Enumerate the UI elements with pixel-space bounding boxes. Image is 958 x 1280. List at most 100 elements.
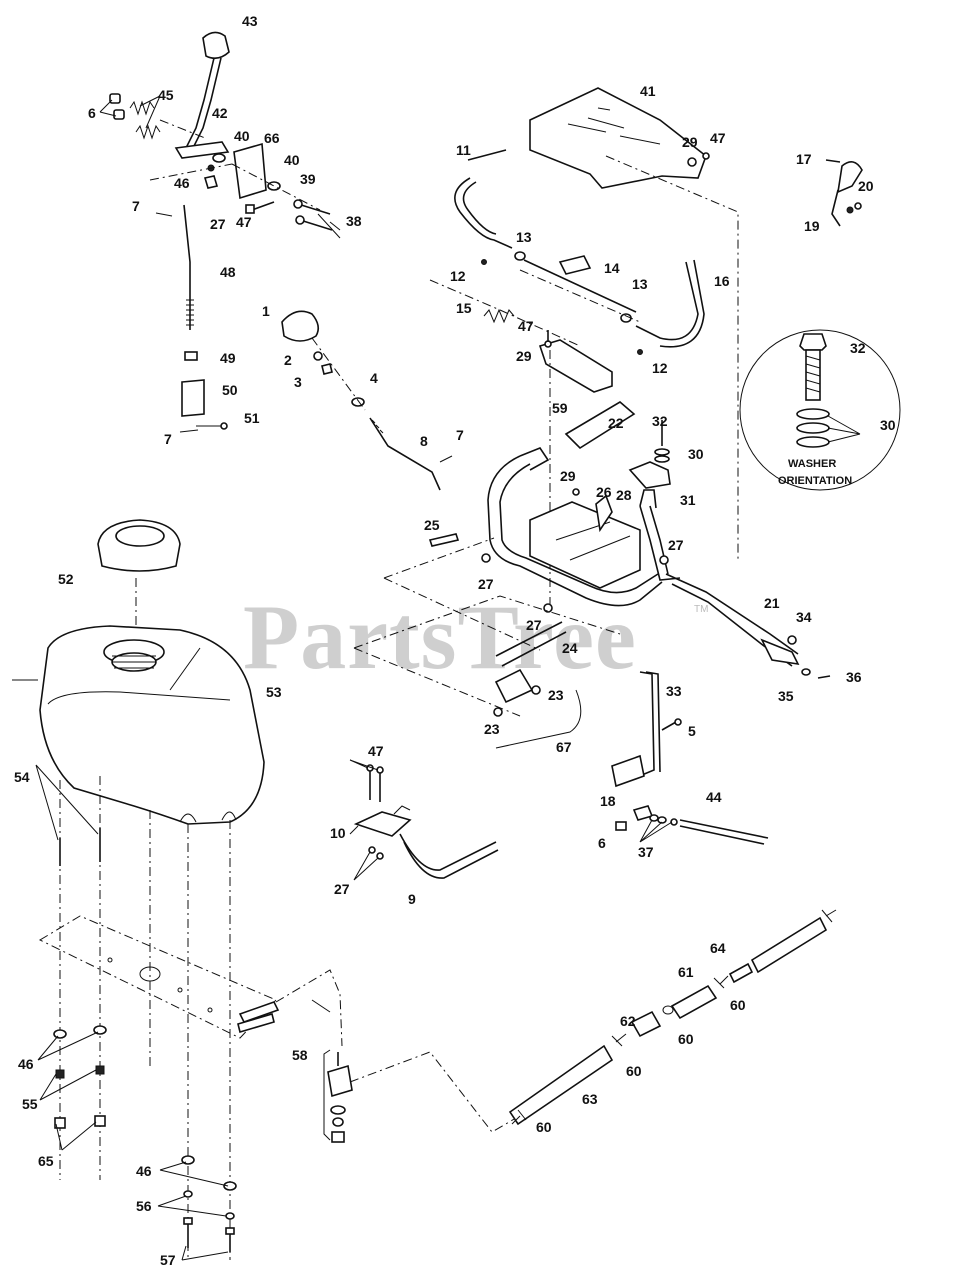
callout: 37 xyxy=(638,844,654,860)
callout: 46 xyxy=(18,1056,34,1072)
callout: 52 xyxy=(58,571,74,587)
fuel-tank-assembly xyxy=(39,519,265,1260)
callout: 29 xyxy=(560,468,576,484)
callout: 21 xyxy=(764,595,780,611)
callout: 60 xyxy=(678,1031,694,1047)
callout: 12 xyxy=(652,360,668,376)
callout: 7 xyxy=(456,427,464,443)
callout: 7 xyxy=(132,198,140,214)
callout: 63 xyxy=(582,1091,598,1107)
callout: 49 xyxy=(220,350,236,366)
callout: 60 xyxy=(626,1063,642,1079)
control-panel-assembly xyxy=(429,87,739,606)
callout: 58 xyxy=(292,1047,308,1063)
callout: 30 xyxy=(688,446,704,462)
callout: 16 xyxy=(714,273,730,289)
callout: 44 xyxy=(706,789,722,805)
pedal-assembly xyxy=(493,621,582,749)
callout: 46 xyxy=(136,1163,152,1179)
callout: 27 xyxy=(478,576,494,592)
callout: 36 xyxy=(846,669,862,685)
callout: 56 xyxy=(136,1198,152,1214)
control-rod-assembly xyxy=(281,310,453,491)
shift-lever-assembly xyxy=(109,31,333,433)
callout: 14 xyxy=(604,260,620,276)
callout: 47 xyxy=(518,318,534,334)
callout: 2 xyxy=(284,352,292,368)
callout: 4 xyxy=(370,370,378,386)
callout: 42 xyxy=(212,105,228,121)
callout: 22 xyxy=(608,415,624,431)
callout: 3 xyxy=(294,374,302,390)
tank-hardware xyxy=(53,1025,237,1252)
callout: 47 xyxy=(368,743,384,759)
callout: 64 xyxy=(710,940,726,956)
callout: 8 xyxy=(420,433,428,449)
fuel-line-assembly xyxy=(323,909,837,1143)
callout: 10 xyxy=(330,825,346,841)
callout: 13 xyxy=(516,229,532,245)
callout: 27 xyxy=(210,216,226,232)
callout: 39 xyxy=(300,171,316,187)
linkage-17-20 xyxy=(825,159,863,227)
callout: 45 xyxy=(158,87,174,103)
callout: 33 xyxy=(666,683,682,699)
callout: 40 xyxy=(284,152,300,168)
callout: 57 xyxy=(160,1252,176,1268)
callout: 20 xyxy=(858,178,874,194)
callout: 27 xyxy=(526,617,542,633)
callout: 43 xyxy=(242,13,258,29)
inset-note-line1: WASHER xyxy=(788,458,836,470)
callout: 26 xyxy=(596,484,612,500)
callout: 7 xyxy=(164,431,172,447)
callout: 60 xyxy=(536,1119,552,1135)
callout: 5 xyxy=(688,723,696,739)
callout: 41 xyxy=(640,83,656,99)
callout: 62 xyxy=(620,1013,636,1029)
callout: 9 xyxy=(408,891,416,907)
callout: 59 xyxy=(552,400,568,416)
callout: 46 xyxy=(174,175,190,191)
callout: 54 xyxy=(14,769,30,785)
callout: 66 xyxy=(264,130,280,146)
callout-labels: 43 45 6 42 40 66 40 46 39 27 47 38 7 48 … xyxy=(14,13,896,1268)
callout: 13 xyxy=(632,276,648,292)
callout: 55 xyxy=(22,1096,38,1112)
callout: 23 xyxy=(548,687,564,703)
callout: 29 xyxy=(682,134,698,150)
callout: 61 xyxy=(678,964,694,980)
callout: 34 xyxy=(796,609,812,625)
callout: 30 xyxy=(880,417,896,433)
callout: 38 xyxy=(346,213,362,229)
callout: 24 xyxy=(562,640,578,656)
callout: 6 xyxy=(598,835,606,851)
callout: 6 xyxy=(88,105,96,121)
callout: 29 xyxy=(516,348,532,364)
callout: 67 xyxy=(556,739,572,755)
callout: 48 xyxy=(220,264,236,280)
callout: 47 xyxy=(236,214,252,230)
watermark: PartsTree xyxy=(243,586,637,688)
callout: 31 xyxy=(680,492,696,508)
callout: 18 xyxy=(600,793,616,809)
callout: 12 xyxy=(450,268,466,284)
callout: 19 xyxy=(804,218,820,234)
callout: 25 xyxy=(424,517,440,533)
callout: 11 xyxy=(456,142,471,158)
callout: 17 xyxy=(796,151,812,167)
callout: 40 xyxy=(234,128,250,144)
inset-note-line2: ORIENTATION xyxy=(778,475,852,487)
watermark-trademark: TM xyxy=(694,604,708,615)
callout: 53 xyxy=(266,684,282,700)
callout: 35 xyxy=(778,688,794,704)
callout: 51 xyxy=(244,410,260,426)
bracket-10-assembly xyxy=(353,764,499,879)
callout: 32 xyxy=(652,413,668,429)
callout: 60 xyxy=(730,997,746,1013)
lever-33-assembly xyxy=(611,671,769,845)
callout: 23 xyxy=(484,721,500,737)
callout: 1 xyxy=(262,303,270,319)
callout: 50 xyxy=(222,382,238,398)
frame-assembly xyxy=(353,401,831,717)
